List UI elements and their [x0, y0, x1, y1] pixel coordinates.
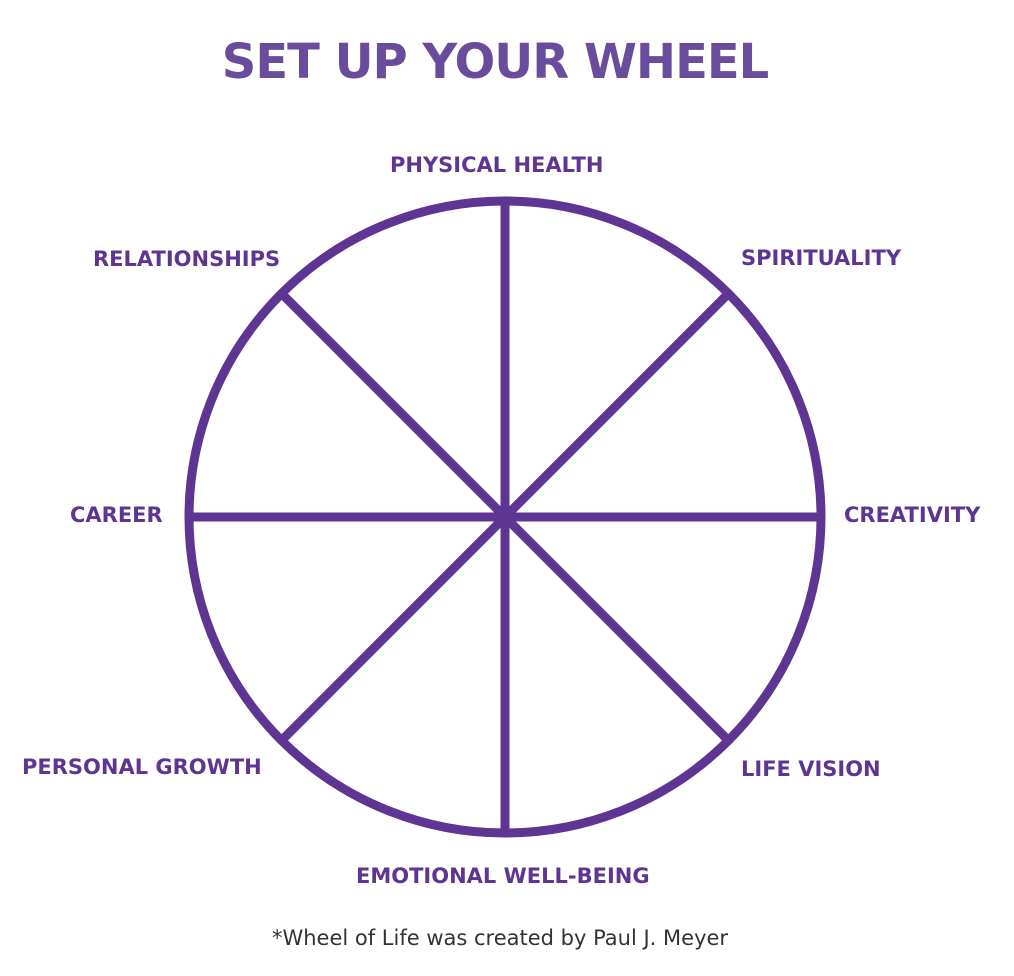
segment-label-relationships: RELATIONSHIPS [93, 247, 281, 271]
attribution-caption: *Wheel of Life was created by Paul J. Me… [271, 926, 729, 950]
segment-label-life-vision: LIFE VISION [741, 757, 881, 781]
segment-label-spirituality: SPIRITUALITY [741, 246, 902, 270]
segment-label-physical-health: PHYSICAL HEALTH [390, 153, 604, 177]
segment-label-personal-growth: PERSONAL GROWTH [22, 755, 262, 779]
segment-label-creativity: CREATIVITY [844, 503, 981, 527]
segment-label-emotional-well-being: EMOTIONAL WELL-BEING [356, 864, 650, 888]
page-title: SET UP YOUR WHEEL [221, 34, 769, 90]
spoke-diagonal-ne-sw [278, 290, 732, 744]
segment-label-career: CAREER [70, 503, 163, 527]
